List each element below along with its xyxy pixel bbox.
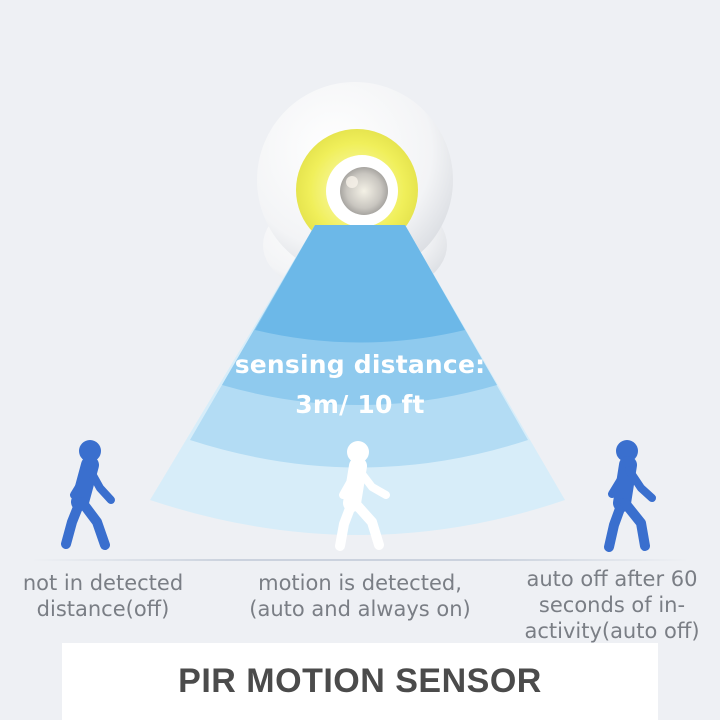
caption-left: not in detected distance(off) [8, 570, 198, 622]
person-center-icon [335, 441, 390, 551]
caption-right-line: auto off after 60 [526, 567, 698, 591]
sensing-beam [150, 225, 565, 535]
caption-center-line: (auto and always on) [249, 597, 471, 621]
sensing-distance-value: 3m/ 10 ft [295, 390, 425, 419]
person-right-icon [604, 440, 656, 552]
sensing-distance-label: sensing distance: [234, 350, 486, 379]
beam-band-core [255, 225, 465, 343]
caption-center: motion is detected, (auto and always on) [222, 570, 498, 622]
caption-left-line: distance(off) [36, 597, 170, 621]
banner-title: PIR MOTION SENSOR [178, 662, 542, 700]
title-banner: PIR MOTION SENSOR [62, 643, 658, 720]
person-left-icon [61, 440, 115, 550]
caption-right-line: seconds of in- [538, 593, 686, 617]
caption-right-line: activity(auto off) [524, 619, 700, 643]
lens-highlight [346, 176, 358, 188]
caption-right: auto off after 60 seconds of in- activit… [508, 566, 716, 644]
caption-left-line: not in detected [22, 571, 184, 595]
floor-line [30, 559, 690, 561]
caption-center-line: motion is detected, [258, 571, 462, 595]
pir-lens [340, 167, 388, 215]
